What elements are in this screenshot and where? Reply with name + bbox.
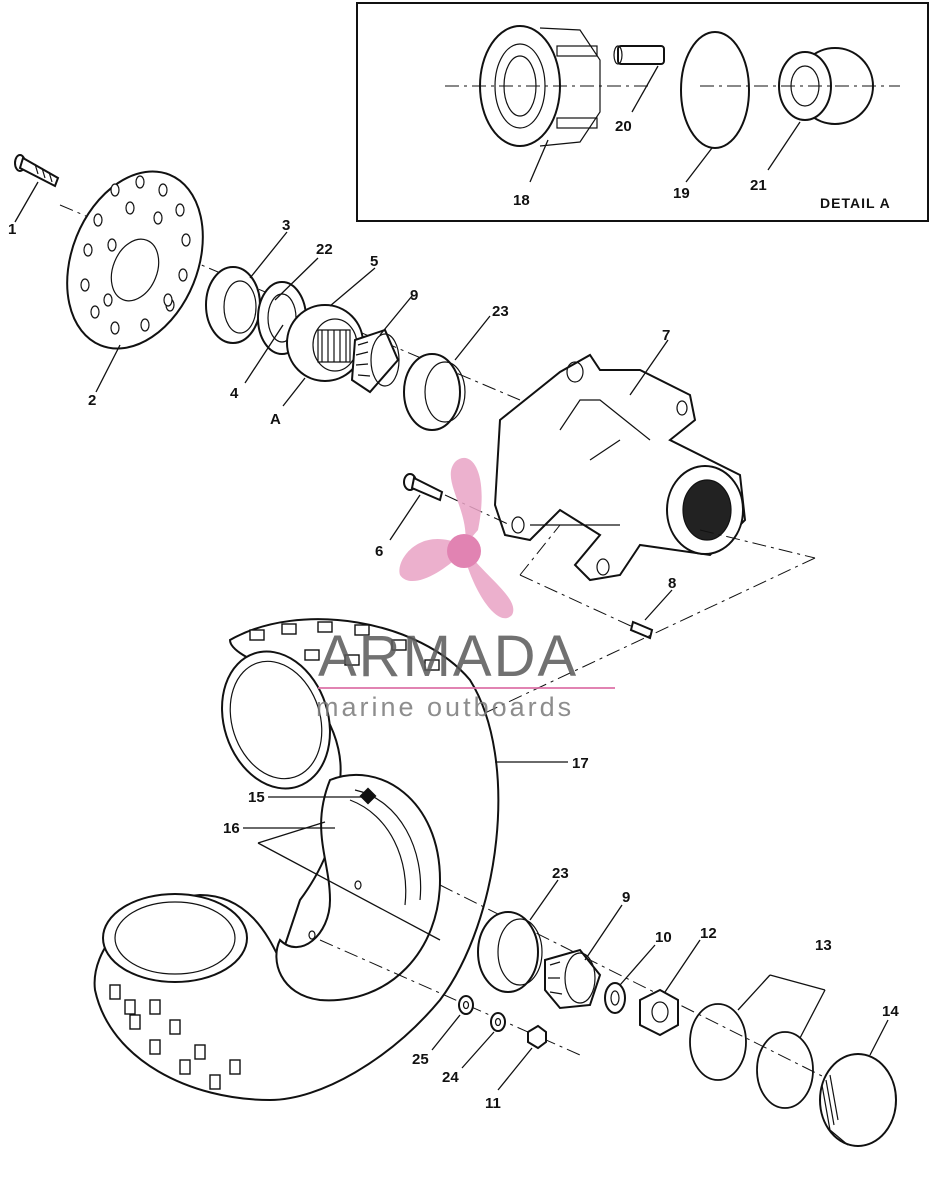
detail-a-box: 18 20 19 21 DETAIL A	[356, 2, 929, 222]
part-14-hub-cap	[819, 1053, 897, 1147]
callout-18: 18	[513, 192, 530, 209]
part-15-valve	[359, 787, 377, 805]
callout-16: 16	[223, 820, 240, 837]
callout-20: 20	[615, 118, 632, 135]
part-25-washer	[458, 995, 474, 1015]
callout-25: 25	[412, 1051, 429, 1068]
part-23-bearing-cup-lower	[477, 911, 543, 993]
callout-2: 2	[88, 392, 96, 409]
part-11-nut	[527, 1024, 547, 1050]
armada-logo-icon	[399, 457, 514, 619]
callout-24: 24	[442, 1069, 459, 1086]
detail-a-title: DETAIL A	[820, 195, 891, 211]
callout-9-upper: 9	[410, 287, 418, 304]
part-10-washer	[604, 982, 626, 1014]
callout-11: 11	[485, 1095, 501, 1112]
part-2-brake-disc	[66, 170, 204, 350]
callout-22: 22	[316, 241, 333, 258]
callout-21: 21	[750, 177, 767, 194]
watermark-tagline: marine outboards	[316, 692, 574, 722]
part-5-bearing-assembly	[286, 304, 364, 382]
callout-14: 14	[882, 1003, 899, 1020]
callout-a: A	[270, 411, 281, 428]
part-17-tire	[93, 618, 500, 1102]
callout-7: 7	[662, 327, 670, 344]
callout-1: 1	[8, 221, 16, 238]
part-19-ring	[680, 31, 750, 149]
part-24-lock-washer	[490, 1012, 506, 1032]
callout-19: 19	[673, 185, 690, 202]
part-8-set-screw	[629, 620, 654, 640]
part-12-castle-nut	[639, 988, 679, 1037]
callout-4: 4	[230, 385, 239, 402]
callout-9-lower: 9	[622, 889, 630, 906]
part-6-bolt	[403, 473, 444, 502]
callout-13: 13	[815, 937, 832, 954]
callout-23-lower: 23	[552, 865, 569, 882]
part-9-cone-bearing-upper	[350, 328, 400, 394]
callout-23-upper: 23	[492, 303, 509, 320]
callout-8: 8	[668, 575, 676, 592]
callout-6: 6	[375, 543, 383, 560]
part-13-gaskets	[689, 1003, 814, 1109]
watermark-brand: ARMADA	[318, 624, 578, 689]
part-1-bolt	[14, 154, 60, 188]
callout-15: 15	[248, 789, 265, 806]
callout-5: 5	[370, 253, 378, 270]
armada-watermark: ARMADA marine outboards	[316, 457, 615, 722]
part-20-pin	[613, 45, 665, 65]
part-9-cone-bearing-lower	[544, 948, 602, 1010]
part-16-rim	[275, 774, 442, 1002]
callout-17: 17	[572, 755, 589, 772]
part-23-bearing-cup-upper	[403, 353, 466, 431]
callout-3: 3	[282, 217, 290, 234]
part-7-spindle-housing	[493, 353, 747, 582]
part-3-seal	[205, 266, 261, 344]
callout-12: 12	[700, 925, 717, 942]
callout-10: 10	[655, 929, 672, 946]
